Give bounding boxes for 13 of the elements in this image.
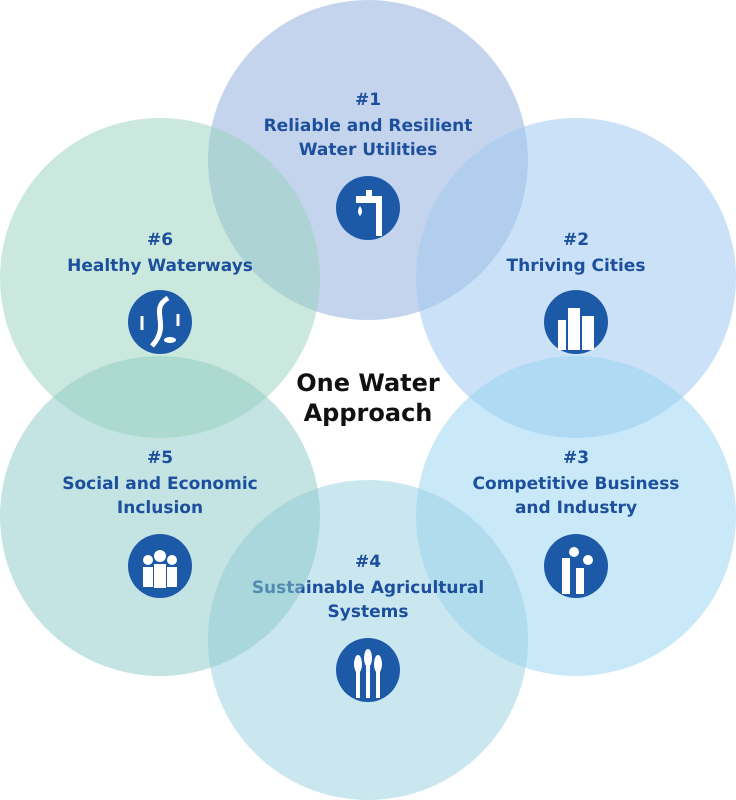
circle-title: Healthy Waterways	[66, 255, 254, 278]
circle-title: Sustainable Agricultural Systems	[250, 577, 486, 624]
item-number: #4	[354, 551, 382, 574]
circle-title: Thriving Cities	[506, 255, 646, 278]
circle-title: Reliable and Resilient Water Utilities	[262, 115, 474, 162]
item-number: #5	[146, 447, 174, 470]
circle-title: Competitive Business and Industry	[472, 473, 680, 520]
item-number: #2	[562, 229, 590, 252]
item-number: #6	[146, 229, 174, 252]
center-title: One Water Approach	[295, 368, 441, 428]
item-number: #3	[562, 447, 590, 470]
circle-title: Social and Economic Inclusion	[61, 473, 259, 520]
item-number: #1	[354, 89, 382, 112]
